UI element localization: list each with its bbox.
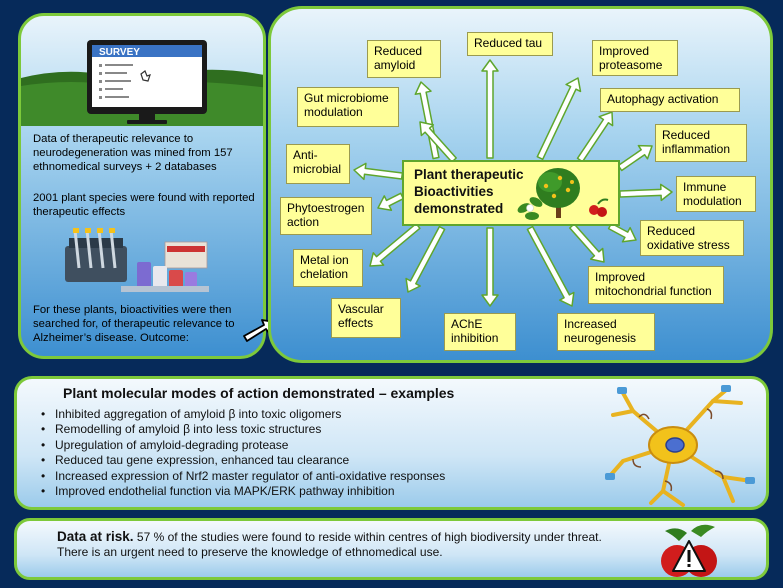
modes-list: •Inhibited aggregation of amyloid β into… <box>41 407 445 499</box>
risk-text: Data at risk. 57 % of the studies were f… <box>57 529 627 560</box>
arrow-4 <box>419 121 457 163</box>
arrow-15 <box>526 225 575 307</box>
warning-fruit-icon <box>661 524 717 577</box>
arrow-8 <box>377 192 405 211</box>
survey-monitor-illustration: SURVEY <box>21 40 263 126</box>
list-item: •Inhibited aggregation of amyloid β into… <box>41 407 342 421</box>
arrow-12 <box>569 223 605 263</box>
neuron-icon <box>605 385 755 507</box>
survey-label: SURVEY <box>99 47 140 58</box>
bioactivity-phytoestrogen: Phytoestrogen action <box>280 197 372 235</box>
bioactivity-metal-ion-chelation: Metal ion chelation <box>293 249 363 287</box>
bioactivity-improved-proteasome: Improved proteasome <box>592 40 678 76</box>
arrow-9 <box>619 183 673 202</box>
methods-panel: SURVEY Data of therapeutic relevance to … <box>18 13 266 359</box>
arrow-2 <box>481 59 499 159</box>
methods-text-1: Data of therapeutic relevance to neurode… <box>33 133 233 173</box>
arrow-6 <box>353 162 404 181</box>
bioactivity-reduced-oxidative-stress: Reduced oxidative stress <box>640 220 744 256</box>
bioactivity-vascular-effects: Vascular effects <box>331 298 401 338</box>
tree-fruit-icon <box>517 168 609 220</box>
bioactivity-mitochondrial-function: Improved mitochondrial function <box>588 266 724 304</box>
bioactivity-reduced-inflammation: Reduced inflammation <box>655 124 747 162</box>
modes-title: Plant molecular modes of action demonstr… <box>63 385 455 401</box>
methods-text-3: For these plants, bioactivities were the… <box>33 304 235 344</box>
bioactivity-reduced-tau: Reduced tau <box>467 32 553 56</box>
list-item: •Improved endothelial function via MAPK/… <box>41 484 395 499</box>
center-title: Plant therapeutic Bioactivities demonstr… <box>414 167 524 216</box>
bioactivity-reduced-amyloid: Reduced amyloid <box>367 40 441 78</box>
arrow-11 <box>369 222 421 267</box>
arrow-14 <box>481 227 499 307</box>
bioactivity-ache-inhibition: AChE inhibition <box>444 313 516 351</box>
arrow-5 <box>576 111 614 163</box>
lab-equipment-illustration <box>65 228 209 292</box>
bioactivity-gut-microbiome: Gut microbiome modulation <box>297 87 399 127</box>
methods-text-2: 2001 plant species were found with repor… <box>33 192 255 218</box>
bioactivity-increased-neurogenesis: Increased neurogenesis <box>557 313 655 351</box>
cursor-icon <box>140 70 151 82</box>
list-item: •Reduced tau gene expression, enhanced t… <box>41 453 350 468</box>
bioactivity-anti-microbial: Anti-microbial <box>286 144 350 184</box>
bioactivity-autophagy: Autophagy activation <box>600 88 740 112</box>
arrow-7 <box>617 144 653 172</box>
risk-lead: Data at risk. <box>57 529 134 544</box>
modes-of-action-panel: Plant molecular modes of action demonstr… <box>14 376 769 510</box>
center-box: Plant therapeutic Bioactivities demonstr… <box>402 160 620 226</box>
arrow-3 <box>536 77 582 161</box>
list-item: •Upregulation of amyloid-degrading prote… <box>41 437 289 452</box>
list-item: •Remodelling of amyloid β into less toxi… <box>41 422 322 437</box>
list-item: •Increased expression of Nrf2 master reg… <box>41 468 446 483</box>
arrow-13 <box>405 225 446 293</box>
arrow-1 <box>414 81 440 160</box>
risk-body: 57 % of the studies were found to reside… <box>57 530 602 559</box>
arrow-10 <box>607 222 637 243</box>
bioactivity-immune-modulation: Immune modulation <box>676 176 756 212</box>
data-at-risk-panel: Data at risk. 57 % of the studies were f… <box>14 518 769 580</box>
